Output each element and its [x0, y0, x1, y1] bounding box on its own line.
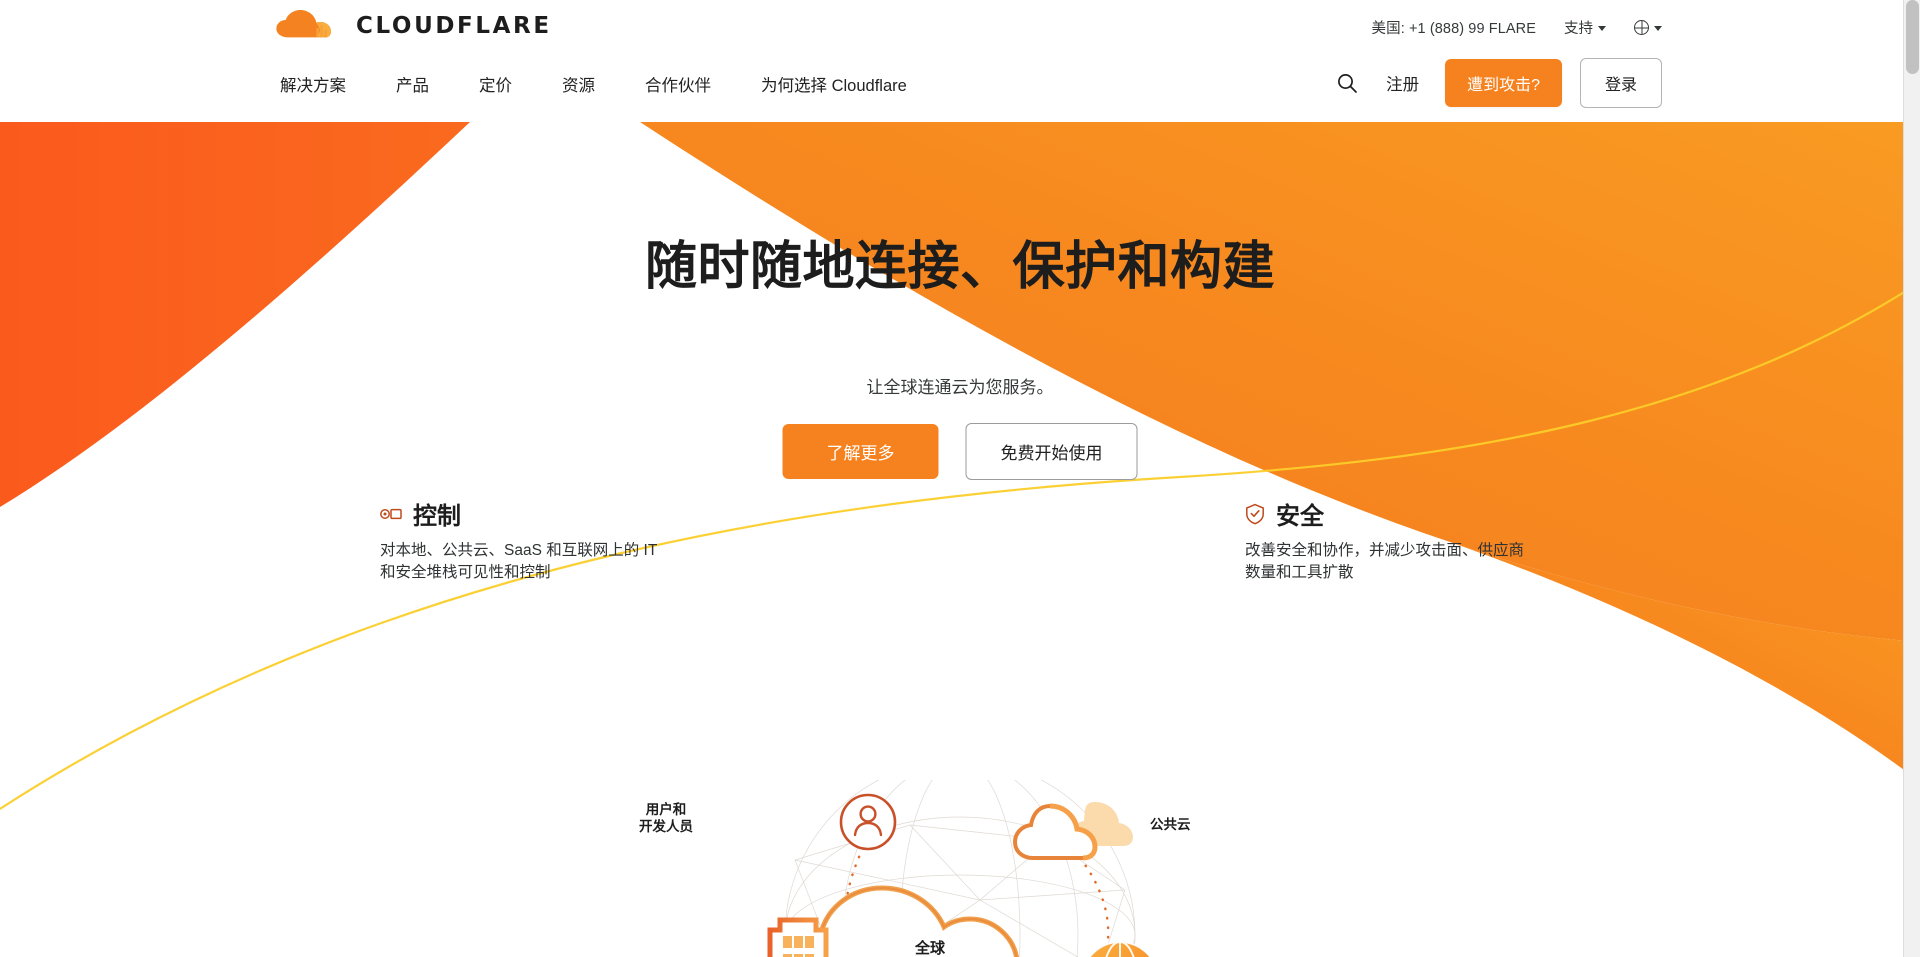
hero-background [0, 122, 1920, 957]
nav-item-resources[interactable]: 资源 [562, 77, 595, 95]
learn-more-button[interactable]: 了解更多 [782, 424, 939, 479]
nav-item-products[interactable]: 产品 [396, 77, 429, 95]
feature-security: 安全 改善安全和协作，并减少攻击面、供应商数量和工具扩散 [1245, 496, 1545, 585]
language-selector[interactable] [1634, 20, 1662, 35]
search-button[interactable] [1330, 66, 1364, 100]
user-circle-icon [839, 793, 897, 851]
cloudflare-logo[interactable]: CLOUDFLARE [274, 8, 552, 44]
nav-item-partners[interactable]: 合作伙伴 [645, 77, 711, 95]
feature-control-header: 控制 [380, 496, 680, 531]
login-button[interactable]: 登录 [1579, 58, 1662, 108]
start-free-button[interactable]: 免费开始使用 [965, 423, 1138, 480]
control-panel-icon [380, 508, 402, 519]
globe-grid-icon [1088, 941, 1152, 957]
nav-item-why-cloudflare[interactable]: 为何选择 Cloudflare [761, 77, 907, 95]
hero-shape-left [0, 122, 470, 507]
feature-control: 控制 对本地、公共云、SaaS 和互联网上的 IT 和安全堆栈可见性和控制 [380, 496, 680, 585]
under-attack-button[interactable]: 遭到攻击? [1445, 59, 1562, 107]
cloudflare-cloud-logo-icon [276, 10, 331, 38]
diagram-label-center: 全球 连通云 [914, 940, 945, 957]
hero-accent-arc [0, 281, 1920, 811]
support-menu[interactable]: 支持 [1564, 17, 1606, 38]
diagram-graphic [767, 780, 1152, 957]
hero-shape-right-bottom [1450, 542, 1920, 782]
scrollbar-thumb[interactable] [1906, 0, 1919, 74]
nav-item-solutions[interactable]: 解决方案 [280, 77, 346, 95]
support-menu-label: 支持 [1564, 21, 1593, 37]
feature-control-title: 控制 [413, 503, 461, 530]
feature-security-header: 安全 [1245, 496, 1545, 531]
main-navigation: 解决方案 产品 定价 资源 合作伙伴 为何选择 Cloudflare [280, 72, 935, 96]
building-icon [767, 917, 829, 957]
header-actions: 注册 遭到攻击? 登录 [1330, 58, 1662, 108]
globe-icon [1634, 20, 1649, 35]
signup-link[interactable]: 注册 [1386, 76, 1420, 94]
support-phone: 美国: +1 (888) 99 FLARE [1371, 21, 1536, 37]
site-header: 美国: +1 (888) 99 FLARE 支持 [0, 0, 1920, 122]
hero-background-graphic [0, 122, 1920, 811]
diagram-label-public-cloud: 公共云 [1150, 817, 1191, 832]
hero-cta-group: 了解更多 免费开始使用 [782, 423, 1138, 480]
chevron-down-icon [1598, 26, 1606, 31]
utility-bar: 美国: +1 (888) 99 FLARE 支持 [1371, 17, 1662, 38]
feature-control-description: 对本地、公共云、SaaS 和互联网上的 IT 和安全堆栈可见性和控制 [380, 542, 658, 582]
cloudflare-wordmark: CLOUDFLARE [356, 13, 552, 39]
nav-item-pricing[interactable]: 定价 [479, 77, 512, 95]
shield-check-icon [1246, 503, 1264, 524]
cloud-icon [1012, 802, 1133, 861]
feature-security-description: 改善安全和协作，并减少攻击面、供应商数量和工具扩散 [1245, 542, 1525, 582]
diagram-label-users: 用户和 开发人员 [639, 802, 693, 834]
chevron-down-icon [1654, 26, 1662, 31]
vertical-scrollbar[interactable] [1903, 0, 1920, 957]
connectivity-cloud-diagram: 用户和 开发人员 公共云 企业网络 公共 互联网 全球 连通云 [580, 780, 1340, 957]
search-icon [1338, 74, 1357, 93]
hero-subtitle: 让全球连通云为您服务。 [866, 378, 1054, 397]
feature-security-title: 安全 [1276, 503, 1324, 530]
hero-title: 随时随地连接、保护和构建 [644, 238, 1275, 296]
hero-shape-right-top [640, 122, 1920, 642]
